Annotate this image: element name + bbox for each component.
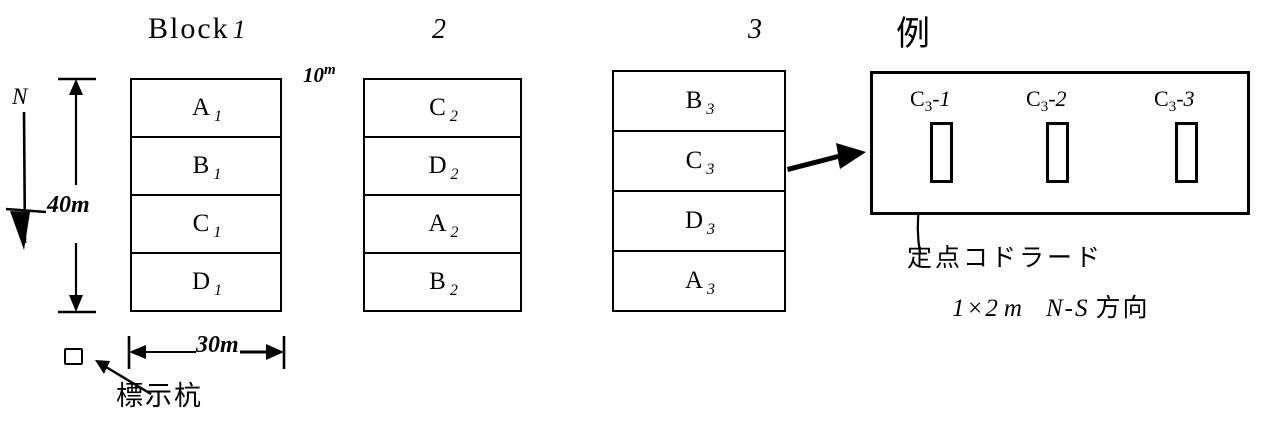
quadrat-rect-2 bbox=[1046, 122, 1069, 183]
cell-subscript: 1 bbox=[213, 166, 223, 183]
quadrat-subscript: 3 bbox=[1040, 99, 1049, 115]
row-height-unit: m bbox=[324, 62, 336, 78]
quadrat-index: 2 bbox=[1055, 86, 1067, 111]
quadrat-index: 1 bbox=[939, 86, 951, 111]
block-1-number: 1 bbox=[232, 15, 248, 44]
quadrat-size-unit: m bbox=[1003, 295, 1024, 322]
quadrat-subscript: 3 bbox=[1168, 99, 1177, 115]
cell-subscript: 3 bbox=[707, 221, 717, 238]
quadrat-base: C bbox=[910, 86, 925, 111]
quadrat-rect-3 bbox=[1175, 122, 1198, 183]
cell-subscript: 2 bbox=[449, 282, 459, 299]
cell-subscript: 1 bbox=[213, 224, 223, 241]
marker-stake-label: 標示杭 bbox=[116, 381, 203, 412]
cell-subscript: 3 bbox=[707, 281, 717, 298]
cell-letter: B bbox=[685, 87, 704, 114]
cell-letter: D bbox=[191, 268, 212, 295]
cell-letter: D bbox=[684, 207, 705, 234]
cell-letter: C bbox=[192, 210, 211, 237]
quadrat-orientation-jp: 方向 bbox=[1095, 293, 1150, 322]
cell-subscript: 2 bbox=[449, 108, 459, 125]
marker-stake-icon bbox=[64, 348, 83, 365]
quadrat-orientation: N-S bbox=[1045, 295, 1090, 322]
quadrat-rect-1 bbox=[930, 122, 953, 183]
detail-panel-title: 例 bbox=[896, 14, 930, 54]
block-3-number-label: 3 bbox=[748, 14, 762, 45]
cell-letter: A bbox=[191, 94, 212, 121]
height-dimension-label: 40m bbox=[47, 192, 90, 219]
quadrat-index: 3 bbox=[1183, 86, 1195, 111]
height-dimension-unit: m bbox=[71, 192, 90, 218]
quadrat-base: C bbox=[1154, 86, 1169, 111]
cell-letter: A bbox=[684, 267, 705, 294]
quadrat-separator: - bbox=[1048, 86, 1056, 111]
row-height-value: 10 bbox=[303, 63, 324, 87]
cell-letter: C bbox=[685, 147, 704, 174]
height-dimension-value: 40 bbox=[47, 192, 71, 218]
block-2-number-label: 2 bbox=[432, 14, 446, 45]
cell-subscript: 1 bbox=[214, 108, 224, 125]
quadrat-2-label: C3-2 bbox=[1026, 86, 1067, 115]
quadrat-3-label: C3-3 bbox=[1154, 86, 1195, 115]
quadrat-separator: - bbox=[1176, 86, 1184, 111]
detail-pointer-arrow bbox=[787, 143, 866, 172]
cell-subscript: 1 bbox=[214, 282, 224, 299]
width-dimension-unit: m bbox=[220, 332, 239, 358]
block-1-title-text: Block bbox=[148, 12, 230, 45]
width-dimension-value: 30 bbox=[196, 332, 220, 358]
cell-subscript: 2 bbox=[450, 224, 460, 241]
quadrat-separator: - bbox=[932, 86, 940, 111]
quadrat-size: 1×2 bbox=[952, 295, 1000, 322]
cell-letter: C bbox=[429, 94, 447, 121]
detail-caption-line-1: 定点コドラード bbox=[907, 243, 1104, 272]
north-arrow-icon bbox=[5, 111, 47, 250]
row-height-label: 10m bbox=[303, 62, 336, 88]
cell-letter: D bbox=[428, 152, 448, 179]
north-label: N bbox=[12, 84, 28, 109]
cell-subscript: 2 bbox=[450, 166, 460, 183]
cell-subscript: 3 bbox=[706, 101, 716, 118]
quadrat-subscript: 3 bbox=[924, 99, 933, 115]
quadrat-1-label: C3-1 bbox=[910, 86, 951, 115]
cell-letter: B bbox=[429, 268, 447, 295]
cell-letter: A bbox=[428, 210, 448, 237]
width-dimension-label: 30m bbox=[196, 332, 239, 359]
cell-letter: B bbox=[192, 152, 211, 179]
quadrat-base: C bbox=[1026, 86, 1041, 111]
cell-subscript: 3 bbox=[706, 161, 716, 178]
